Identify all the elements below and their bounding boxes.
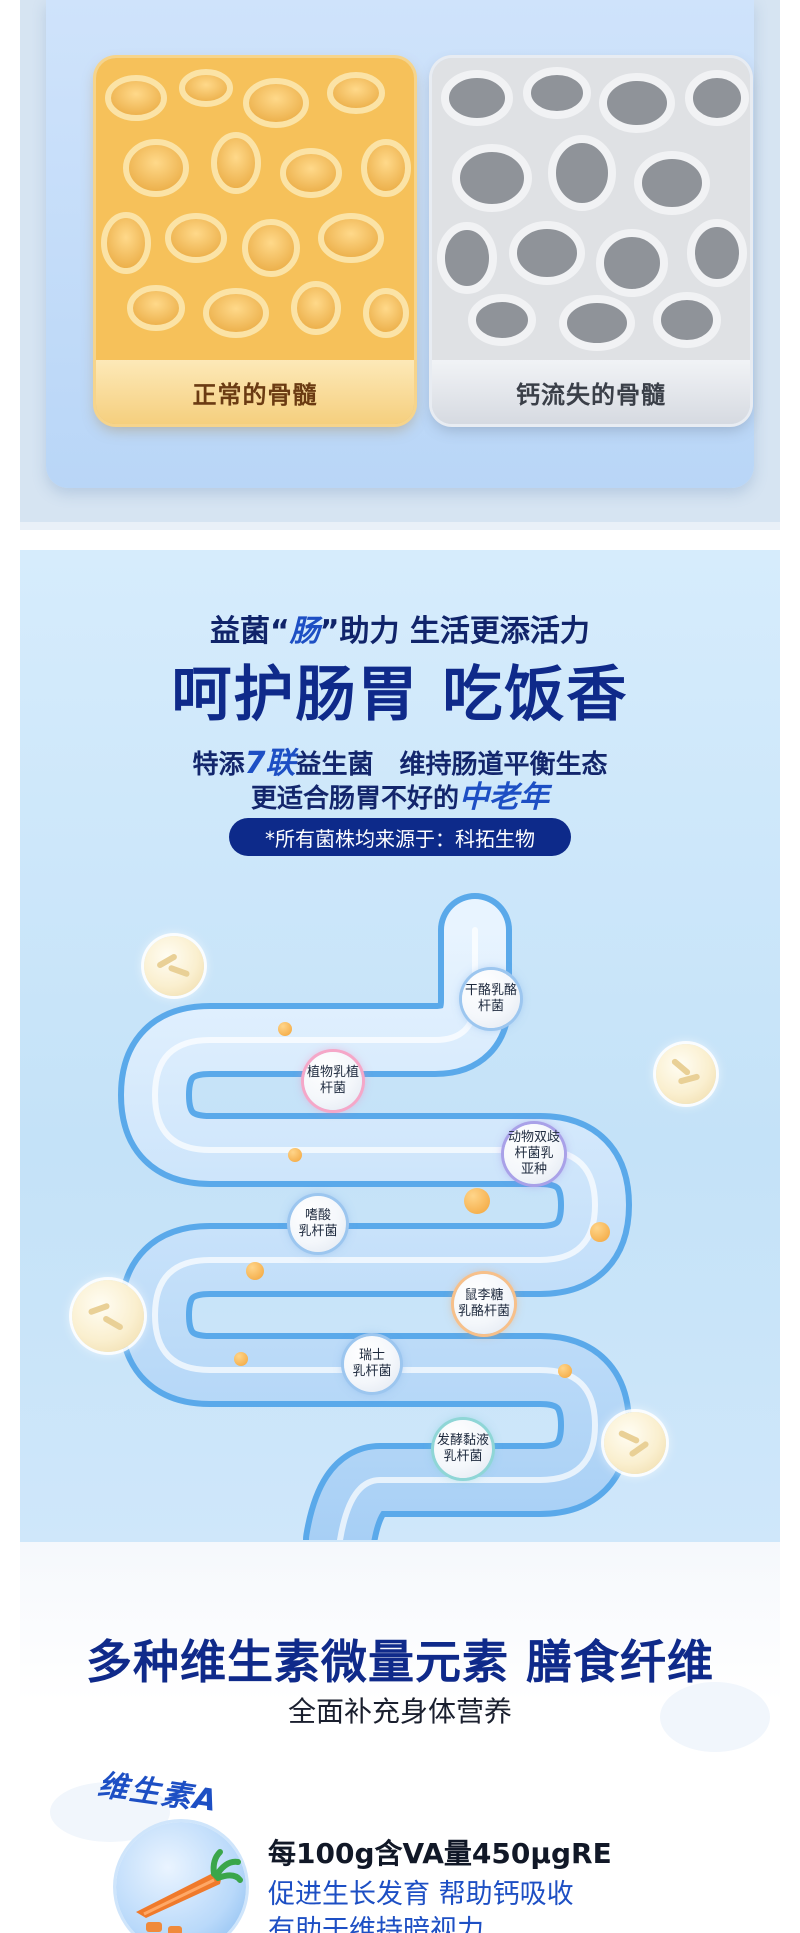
strain-bubble: 干酪乳酪杆菌	[462, 970, 520, 1028]
line2-highlight: 中老年	[459, 780, 549, 815]
subtitle-quote-open: “	[270, 614, 290, 649]
probiotic-microscope-image	[144, 936, 204, 996]
subtitle-pre: 益菌	[210, 614, 271, 649]
strain-bubble: 动物双歧杆菌乳亚种	[504, 1124, 564, 1184]
line2-pre: 更适合肠胃不好的	[250, 784, 459, 814]
vitamin-a-content: 每100g含VA量450μgRE	[268, 1837, 612, 1870]
vitamins-header-bg	[20, 1542, 780, 1702]
nutrient-dot	[590, 1222, 610, 1242]
strain-name-line: 乳酪杆菌	[457, 1304, 510, 1319]
bone-comparison-card: 正常的骨髓 钙流失的骨髓	[46, 0, 754, 488]
strain-bubble: 嗜酸乳杆菌	[290, 1196, 346, 1252]
decorative-cloud	[660, 1682, 770, 1752]
strain-name-line: 乳杆菌	[298, 1224, 338, 1239]
strain-name-line: 动物双歧	[507, 1130, 560, 1145]
strain-name-line: 干酪乳酪	[464, 983, 517, 998]
strain-bubble: 瑞士乳杆菌	[344, 1336, 400, 1392]
subtitle-quote-close: ”	[319, 614, 340, 649]
strain-name-line: 嗜酸	[304, 1208, 331, 1223]
strain-name-line: 发酵黏液	[436, 1433, 489, 1448]
strain-name-line: 瑞士	[358, 1348, 385, 1363]
strain-bubble: 植物乳植杆菌	[304, 1052, 362, 1110]
vitamins-subtitle: 全面补充身体营养	[287, 1695, 512, 1728]
strain-name-line: 杆菌	[477, 999, 504, 1014]
strain-name-line: 杆菌乳	[514, 1146, 554, 1161]
strain-name-line: 乳杆菌	[352, 1364, 392, 1379]
vitamin-a-benefit-2: 有助于维持暗视力	[268, 1915, 484, 1933]
vitamins-title: 多种维生素微量元素 膳食纤维	[85, 1635, 714, 1689]
probiotics-line-2: 更适合肠胃不好的中老年	[20, 772, 780, 816]
probiotic-microscope-image	[72, 1280, 144, 1352]
nutrient-dot	[558, 1364, 572, 1378]
vitamins-section: 多种维生素微量元素 膳食纤维 全面补充身体营养 维生素A 每100g含VA量45…	[20, 1542, 780, 1933]
nutrient-dot	[278, 1022, 292, 1036]
strain-name-line: 亚种	[520, 1162, 547, 1177]
vitamin-a-benefit-1: 促进生长发育 帮助钙吸收	[268, 1879, 574, 1910]
probiotics-line-1: 特添7联益生菌 维持肠道平衡生态	[20, 738, 780, 782]
nutrient-dot	[464, 1188, 490, 1214]
strain-bubble: 发酵黏液乳杆菌	[434, 1420, 492, 1478]
strain-bubble: 鼠李糖乳酪杆菌	[454, 1274, 514, 1334]
strain-source-pill: *所有菌株均来源于：科拓生物	[229, 818, 571, 856]
vitamin-a-badge	[116, 1822, 246, 1933]
probiotics-subtitle: 益菌“肠”助力 生活更添活力	[20, 606, 780, 650]
strain-name-line: 杆菌	[319, 1081, 346, 1096]
line1-pre: 特添	[192, 750, 245, 780]
probiotic-microscope-image	[604, 1412, 666, 1474]
nutrient-dot	[288, 1148, 302, 1162]
carrot-icon	[136, 1849, 243, 1933]
subtitle-highlight: 肠	[289, 614, 320, 649]
strain-name-line: 鼠李糖	[464, 1288, 504, 1303]
probiotics-section: 益菌“肠”助力 生活更添活力 呵护肠胃 吃饭香 特添7联益生菌 维持肠道平衡生态…	[20, 550, 780, 1542]
normal-bone-image: 正常的骨髓	[96, 58, 414, 424]
normal-bone-label: 正常的骨髓	[96, 360, 414, 424]
subtitle-post: 助力 生活更添活力	[339, 614, 590, 649]
probiotics-title: 呵护肠胃 吃饭香	[171, 660, 629, 730]
strain-name-line: 植物乳植	[306, 1065, 359, 1080]
line1-highlight: 7联	[244, 746, 296, 781]
nutrient-dot	[246, 1262, 264, 1280]
calcium-loss-bone-label: 钙流失的骨髓	[432, 360, 750, 424]
calcium-loss-bone-image: 钙流失的骨髓	[432, 58, 750, 424]
bone-comparison-section: 正常的骨髓 钙流失的骨髓	[20, 0, 780, 522]
strain-name-line: 乳杆菌	[443, 1449, 483, 1464]
line1-post: 益生菌 维持肠道平衡生态	[295, 750, 608, 780]
intestine-illustration	[118, 893, 632, 1540]
nutrient-dot	[234, 1352, 248, 1366]
section-divider	[20, 522, 780, 530]
probiotic-microscope-image	[656, 1044, 716, 1104]
